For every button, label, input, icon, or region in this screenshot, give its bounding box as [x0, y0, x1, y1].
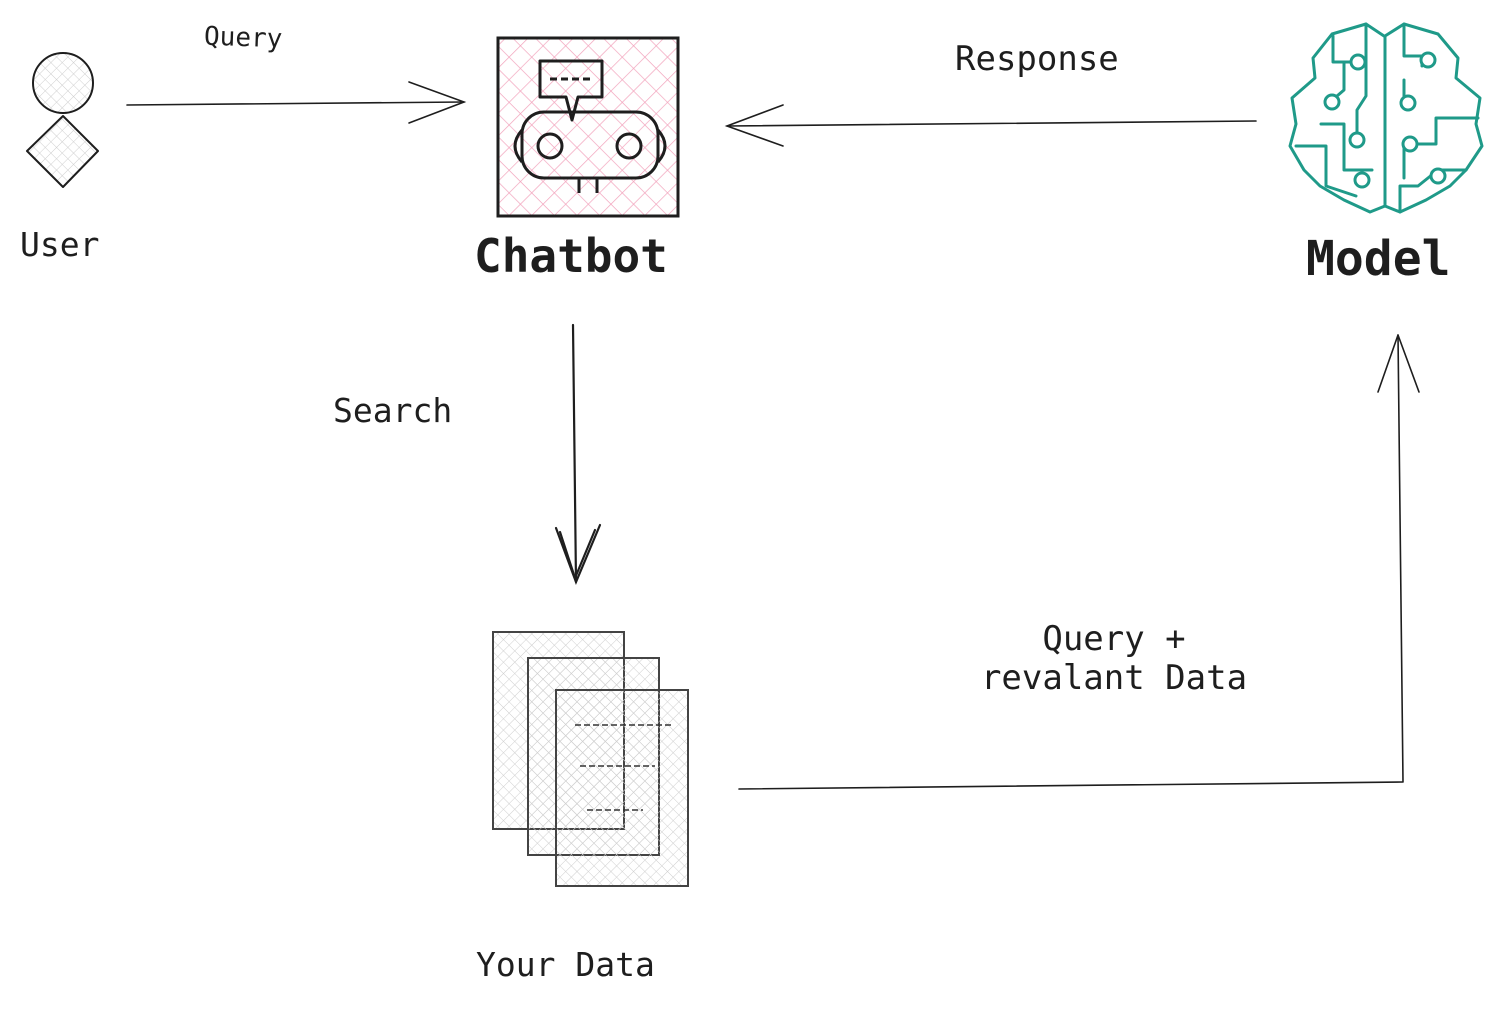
edge-label-search: Search	[333, 391, 453, 430]
edge-label-response: Response	[955, 39, 1119, 79]
arrow-chatbot-to-data	[554, 323, 602, 585]
node-label-user: User	[20, 225, 100, 264]
user-icon	[26, 52, 99, 188]
arrow-user-to-chatbot	[126, 81, 467, 124]
edge-label-query: Query	[203, 21, 283, 55]
node-label-model: Model	[1306, 231, 1451, 287]
documents-icon	[492, 631, 689, 887]
node-label-chatbot: Chatbot	[474, 229, 668, 283]
edge-label-query-relevant-data: Query + revalant Data	[980, 619, 1248, 699]
arrow-model-to-chatbot	[724, 104, 1257, 147]
node-label-your-data: Your Data	[476, 945, 655, 984]
arrow-data-to-model	[738, 334, 1420, 790]
chatbot-icon	[496, 36, 680, 218]
brain-icon	[1288, 22, 1484, 214]
